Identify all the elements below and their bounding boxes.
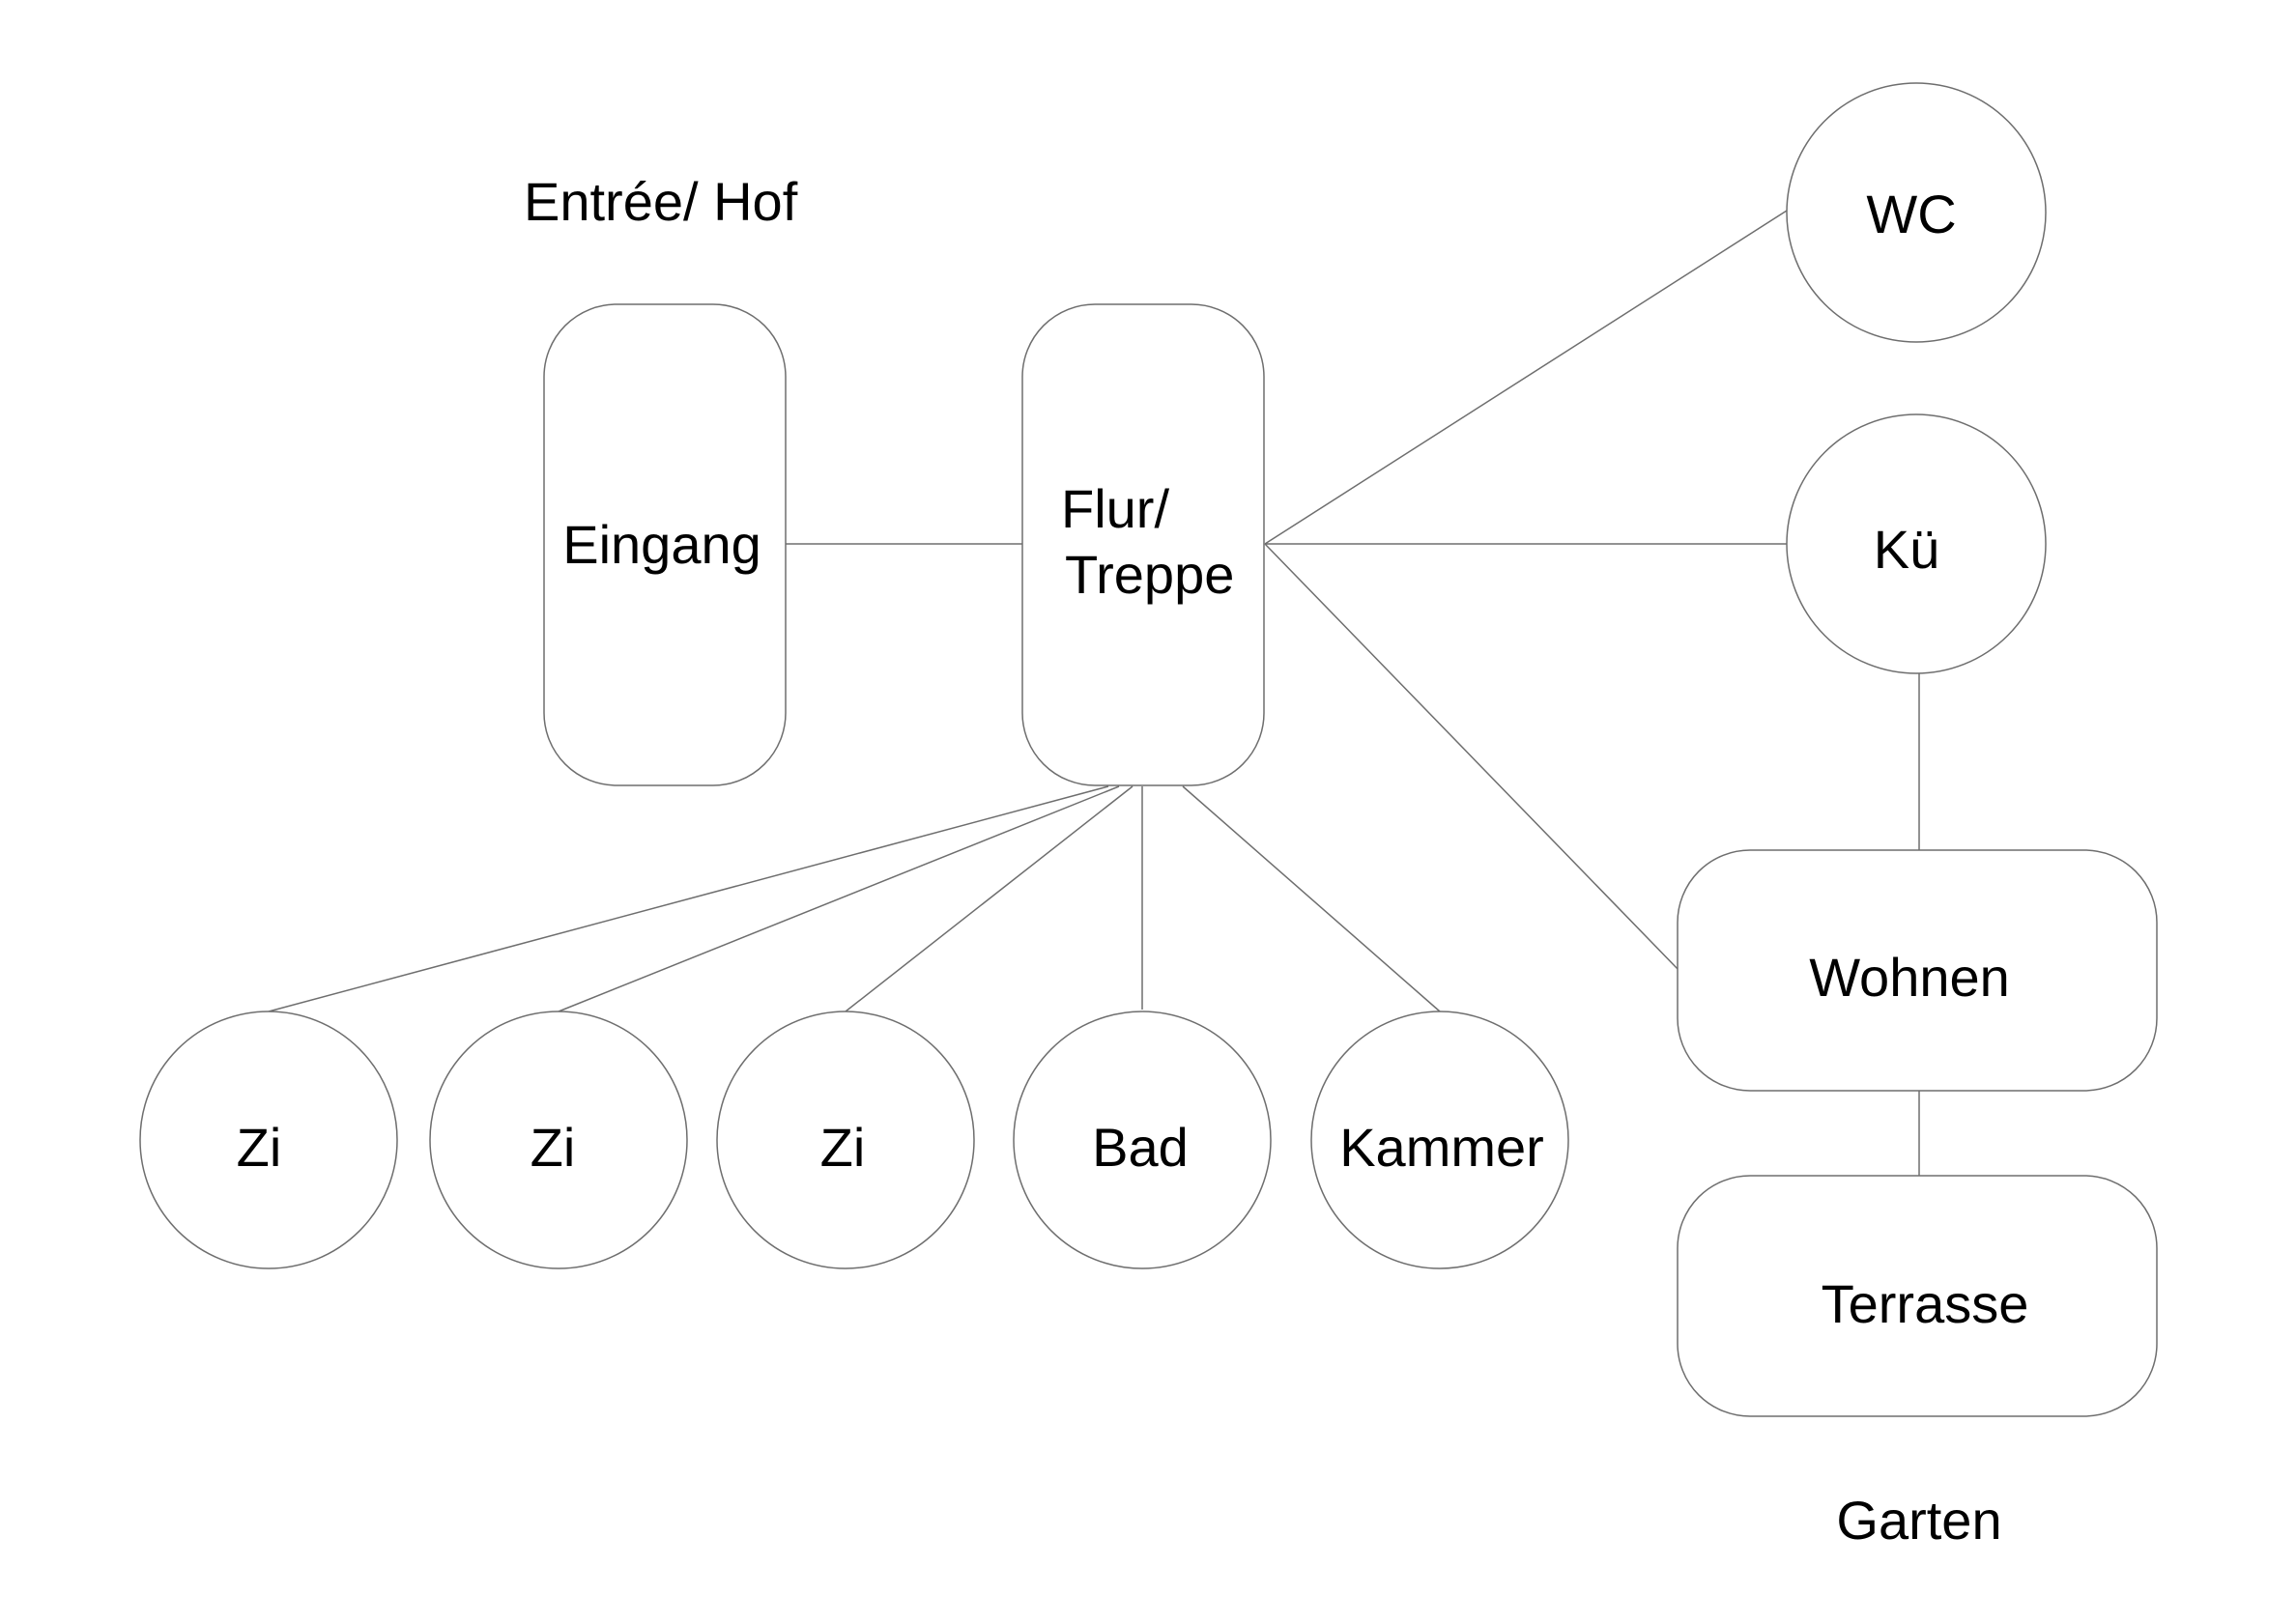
entree-hof-label: Entrée/ Hof	[524, 171, 798, 232]
edge-flur-zi2	[558, 785, 1120, 1012]
connectors	[268, 210, 1920, 1176]
edge-flur-wc	[1264, 210, 1788, 545]
node-eingang-shape	[543, 303, 787, 786]
node-flur-treppe-shape	[1021, 303, 1265, 786]
node-zi-3-shape	[716, 1011, 975, 1269]
edge-flur-wohnen	[1264, 543, 1680, 972]
node-kammer: Kammer	[1310, 1011, 1569, 1269]
node-zi-2-shape	[429, 1011, 688, 1269]
node-wc: WC	[1786, 82, 2047, 343]
node-zi-3-label: Zi	[820, 1117, 866, 1178]
node-eingang-label: Eingang	[562, 514, 761, 575]
node-terrasse-shape	[1677, 1175, 2158, 1417]
node-wohnen-shape	[1677, 849, 2158, 1092]
node-flur-label-line2: Treppe	[1065, 544, 1234, 605]
node-kammer-shape	[1310, 1011, 1569, 1269]
node-wc-label: WC	[1866, 184, 1956, 244]
node-zi-1-shape	[139, 1011, 398, 1269]
node-eingang: Eingang	[543, 303, 787, 786]
node-wc-shape	[1786, 82, 2047, 343]
node-wohnen-label: Wohnen	[1809, 947, 2010, 1008]
node-zi-2: Zi	[429, 1011, 688, 1269]
node-terrasse-label: Terrasse	[1822, 1273, 2029, 1334]
node-kue-label: Kü	[1874, 519, 1940, 580]
node-kue: Kü	[1786, 413, 2047, 674]
node-bad: Bad	[1013, 1011, 1272, 1269]
node-zi-3: Zi	[716, 1011, 975, 1269]
garten-label: Garten	[1836, 1490, 2001, 1551]
node-wohnen: Wohnen	[1677, 849, 2158, 1092]
node-bad-label: Bad	[1092, 1117, 1189, 1178]
node-flur-label-line1: Flur/	[1061, 478, 1169, 539]
edge-flur-zi1	[268, 785, 1109, 1012]
node-terrasse: Terrasse	[1677, 1175, 2158, 1417]
node-kammer-label: Kammer	[1339, 1117, 1544, 1178]
node-flur-treppe: Flur/ Treppe	[1021, 303, 1265, 786]
edge-flur-zi3	[845, 785, 1134, 1012]
node-zi-2-label: Zi	[531, 1117, 576, 1178]
node-zi-1-label: Zi	[237, 1117, 282, 1178]
node-kue-shape	[1786, 413, 2047, 674]
edge-flur-kammer	[1182, 785, 1441, 1012]
node-bad-shape	[1013, 1011, 1272, 1269]
node-zi-1: Zi	[139, 1011, 398, 1269]
